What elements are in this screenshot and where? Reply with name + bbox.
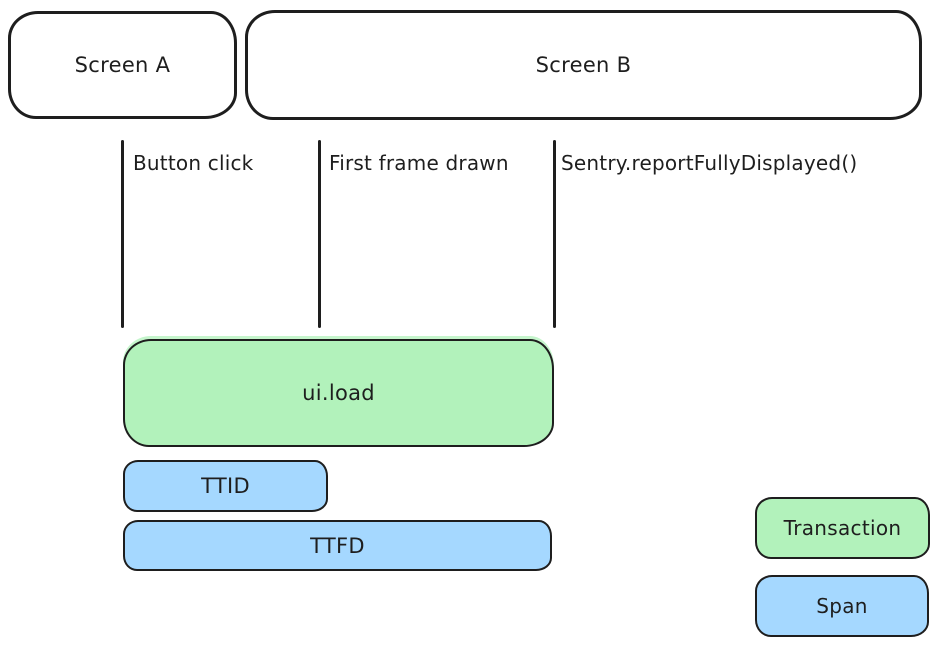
ui-load-label: ui.load <box>302 381 375 405</box>
button-click-marker-line <box>121 140 124 328</box>
screen-a-box: Screen A <box>8 11 237 119</box>
report-fully-displayed-marker-line <box>553 140 556 328</box>
ttid-span-bar: TTID <box>123 460 328 512</box>
ttfd-label: TTFD <box>310 533 365 558</box>
screen-a-label: Screen A <box>74 53 171 77</box>
legend-span-box: Span <box>755 575 929 637</box>
first-frame-drawn-marker-label: First frame drawn <box>329 151 509 175</box>
report-fully-displayed-marker-label: Sentry.reportFullyDisplayed() <box>561 151 858 175</box>
ttid-label: TTID <box>201 474 250 498</box>
legend-span-label: Span <box>816 594 868 618</box>
first-frame-drawn-marker-line <box>318 140 321 328</box>
button-click-marker-label: Button click <box>133 151 254 175</box>
legend-transaction-box: Transaction <box>755 497 930 559</box>
screen-b-label: Screen B <box>535 53 632 77</box>
ttfd-span-bar: TTFD <box>123 520 552 571</box>
screen-b-box: Screen B <box>245 10 922 120</box>
ui-load-transaction-bar: ui.load <box>123 339 554 447</box>
legend-transaction-label: Transaction <box>783 516 902 540</box>
